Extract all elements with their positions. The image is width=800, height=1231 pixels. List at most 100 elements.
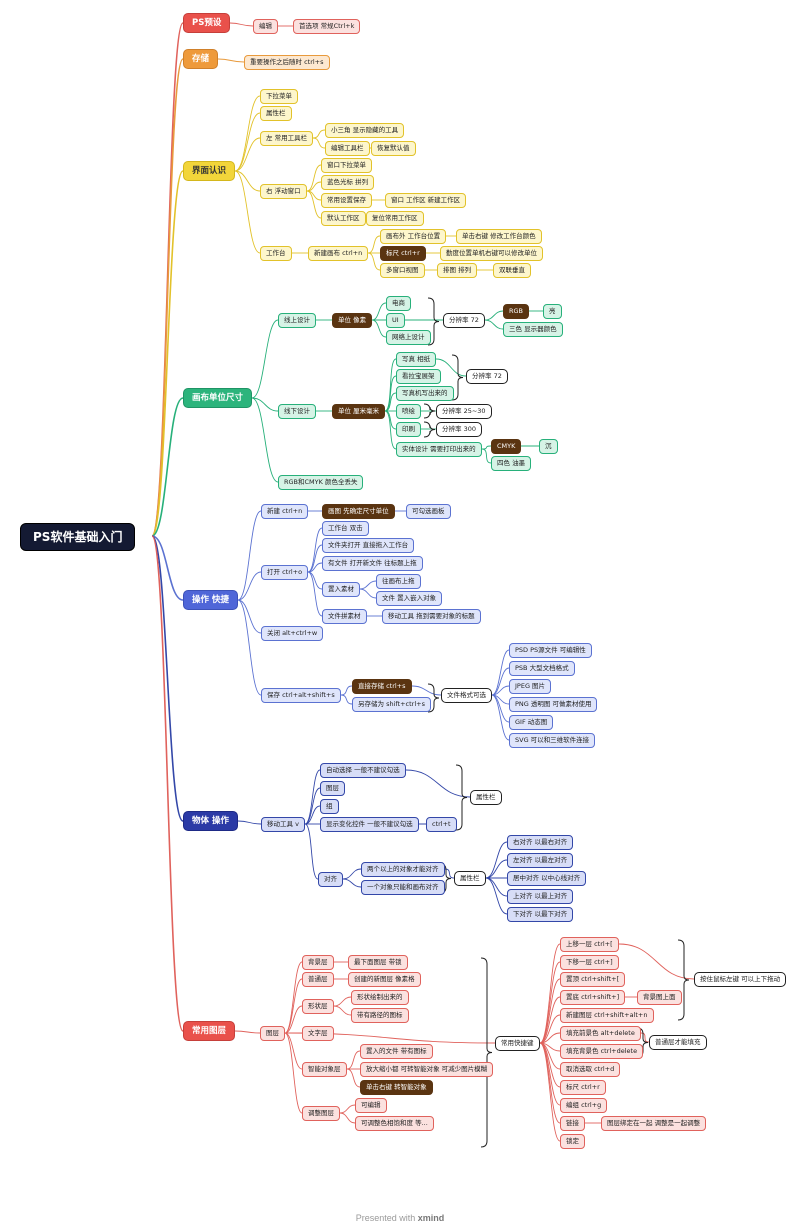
topic-n96[interactable]: 带有路径的图标 — [351, 1008, 409, 1023]
topic-n78[interactable]: ctrl+t — [426, 817, 457, 832]
topic-n71[interactable]: GIF 动态图 — [509, 715, 554, 730]
topic-n60[interactable]: 文件拼素材 — [322, 609, 367, 624]
topic-n35[interactable]: 线下设计 — [278, 404, 316, 419]
topic-n84[interactable]: 右对齐 以最右对齐 — [507, 835, 574, 850]
topic-n88[interactable]: 下对齐 以最下对齐 — [507, 907, 574, 922]
topic-n16[interactable]: 复位常用工作区 — [366, 211, 424, 226]
topic-n50[interactable]: 新建 ctrl+n — [261, 504, 309, 519]
topic-n49[interactable]: RGB和CMYK 颜色全丢失 — [278, 475, 364, 490]
topic-n120[interactable]: 图层绑定在一起 调整是一起调整 — [601, 1116, 707, 1131]
topic-n107[interactable]: 下移一层 ctrl+] — [560, 955, 619, 970]
topic-n25[interactable]: 双联垂直 — [493, 263, 531, 278]
topic-n44[interactable]: 分辨率 300 — [436, 422, 482, 437]
branch-7[interactable]: 常用图层 — [183, 1021, 236, 1041]
topic-n110[interactable]: 背景图上面 — [637, 990, 682, 1005]
topic-n52[interactable]: 可勾选画板 — [406, 504, 451, 519]
topic-n90[interactable]: 背景层 — [302, 955, 334, 970]
topic-n66[interactable]: 文件格式可选 — [441, 688, 492, 703]
topic-n17[interactable]: 工作台 — [260, 246, 292, 261]
branch-4[interactable]: 画布单位尺寸 — [183, 388, 253, 408]
topic-n57[interactable]: 置入素材 — [322, 582, 360, 597]
topic-n15[interactable]: 默认工作区 — [321, 211, 366, 226]
topic-n85[interactable]: 左对齐 以最左对齐 — [507, 853, 574, 868]
topic-n43[interactable]: 印刷 — [396, 422, 421, 437]
topic-n104[interactable]: 可调整色相饱和度 等... — [355, 1116, 434, 1131]
topic-n63[interactable]: 保存 ctrl+alt+shift+s — [261, 688, 341, 703]
topic-n33[interactable]: 亮 — [543, 304, 562, 319]
topic-n28[interactable]: 电商 — [386, 296, 411, 311]
topic-n116[interactable]: 取消选取 ctrl+d — [560, 1062, 621, 1077]
topic-n98[interactable]: 智能对象层 — [302, 1062, 347, 1077]
topic-n40[interactable]: 分辨率 72 — [466, 369, 508, 384]
topic-n83[interactable]: 属性栏 — [454, 871, 486, 886]
topic-n86[interactable]: 居中对齐 以中心线对齐 — [507, 871, 587, 886]
topic-n4[interactable]: 下拉菜单 — [260, 89, 298, 104]
topic-n75[interactable]: 图层 — [320, 781, 345, 796]
topic-n109[interactable]: 置底 ctrl+shift+] — [560, 990, 626, 1005]
topic-n80[interactable]: 对齐 — [318, 872, 343, 887]
branch-5[interactable]: 操作 快捷 — [183, 590, 238, 610]
topic-n12[interactable]: 蓝色光标 拼列 — [321, 175, 375, 190]
topic-n82[interactable]: 一个对象只能和画布对齐 — [361, 880, 445, 895]
topic-n6[interactable]: 左 常用工具栏 — [260, 131, 314, 146]
topic-n48[interactable]: 四色 油墨 — [491, 456, 532, 471]
topic-n81[interactable]: 两个以上的对象才能对齐 — [361, 862, 445, 877]
topic-n117[interactable]: 标尺 ctrl+r — [560, 1080, 606, 1095]
topic-n99[interactable]: 置入的文件 带有图标 — [360, 1044, 433, 1059]
topic-n69[interactable]: JPEG 图片 — [509, 679, 552, 694]
topic-n23[interactable]: 多窗口视图 — [380, 263, 425, 278]
topic-n10[interactable]: 右 浮动窗口 — [260, 184, 307, 199]
topic-n56[interactable]: 有文件 打开新文件 往标题上拖 — [322, 556, 423, 571]
xmind-logo[interactable]: xmind — [417, 1213, 445, 1223]
topic-n26[interactable]: 线上设计 — [278, 313, 316, 328]
topic-n65[interactable]: 另存储为 shift+ctrl+s — [352, 697, 431, 712]
topic-n89[interactable]: 图层 — [260, 1026, 285, 1041]
branch-3[interactable]: 界面认识 — [183, 161, 236, 181]
topic-n8[interactable]: 编辑工具栏 — [325, 141, 370, 156]
topic-n79[interactable]: 属性栏 — [470, 790, 502, 805]
topic-n29[interactable]: UI — [386, 313, 405, 328]
topic-n59[interactable]: 文件 置入嵌入对象 — [376, 591, 443, 606]
topic-n39[interactable]: 写真机写出来的 — [396, 386, 454, 401]
topic-n67[interactable]: PSD PS源文件 可编辑性 — [509, 643, 592, 658]
topic-n73[interactable]: 移动工具 v — [261, 817, 305, 832]
topic-n114[interactable]: 填充背景色 ctrl+delete — [560, 1044, 644, 1059]
topic-n19[interactable]: 画布外 工作台位置 — [380, 229, 447, 244]
topic-n94[interactable]: 形状层 — [302, 999, 334, 1014]
topic-n70[interactable]: PNG 透明图 可做素材使用 — [509, 697, 598, 712]
topic-n87[interactable]: 上对齐 以最上对齐 — [507, 889, 574, 904]
topic-n118[interactable]: 编组 ctrl+g — [560, 1098, 608, 1113]
topic-n2[interactable]: 首选项 常规Ctrl+k — [293, 19, 361, 34]
topic-n68[interactable]: PSB 大型文档格式 — [509, 661, 575, 676]
topic-n91[interactable]: 最下面图层 带锁 — [348, 955, 408, 970]
topic-n37[interactable]: 写真 相纸 — [396, 352, 437, 367]
topic-n92[interactable]: 普通层 — [302, 972, 334, 987]
topic-n108[interactable]: 置顶 ctrl+shift+[ — [560, 972, 626, 987]
topic-n38[interactable]: 看拉宝展架 — [396, 369, 441, 384]
topic-n36[interactable]: 单位 厘米毫米 — [332, 404, 386, 419]
topic-n41[interactable]: 喷绘 — [396, 404, 421, 419]
topic-n27[interactable]: 单位 像素 — [332, 313, 373, 328]
topic-n102[interactable]: 调整图层 — [302, 1106, 340, 1121]
topic-n93[interactable]: 创建的新图层 像素格 — [348, 972, 421, 987]
topic-n101[interactable]: 单击右键 转智能对象 — [360, 1080, 433, 1095]
topic-n95[interactable]: 形状绘制出来的 — [351, 990, 409, 1005]
topic-n55[interactable]: 文件夹打开 直接拖入工作台 — [322, 538, 415, 553]
topic-n3[interactable]: 重要操作之后随时 ctrl+s — [244, 55, 330, 70]
topic-n72[interactable]: SVG 可以和三维软件连接 — [509, 733, 596, 748]
topic-n30[interactable]: 网络上设计 — [386, 330, 431, 345]
topic-n58[interactable]: 往画布上拖 — [376, 574, 421, 589]
branch-6[interactable]: 物体 操作 — [183, 811, 238, 831]
topic-n18[interactable]: 新建画布 ctrl+n — [308, 246, 369, 261]
topic-n119[interactable]: 链接 — [560, 1116, 585, 1131]
topic-n1[interactable]: 编辑 — [253, 19, 278, 34]
topic-n22[interactable]: 勤度位置单机右键可以修改单位 — [440, 246, 543, 261]
topic-n42[interactable]: 分辨率 25~30 — [436, 404, 492, 419]
topic-n5[interactable]: 属性栏 — [260, 106, 292, 121]
topic-n121[interactable]: 锁定 — [560, 1134, 585, 1149]
topic-n77[interactable]: 显示变化控件 一般不建议勾选 — [320, 817, 419, 832]
topic-n31[interactable]: 分辨率 72 — [443, 313, 485, 328]
topic-n11[interactable]: 窗口下拉菜单 — [321, 158, 372, 173]
topic-n113[interactable]: 填充前景色 alt+delete — [560, 1026, 641, 1041]
root-topic[interactable]: PS软件基础入门 — [20, 523, 136, 551]
